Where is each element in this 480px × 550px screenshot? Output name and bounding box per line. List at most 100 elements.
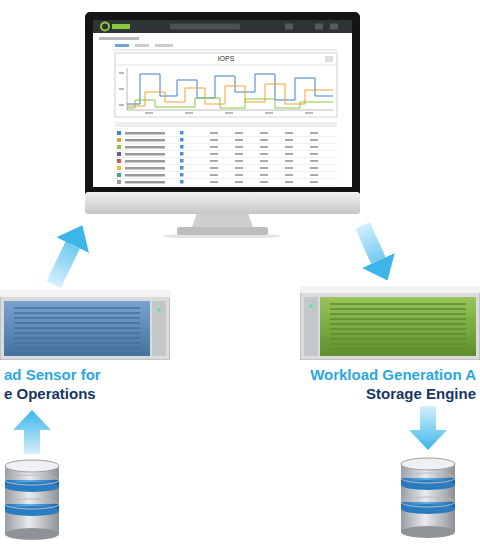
monitor-drawing-part bbox=[115, 136, 337, 137]
monitor-drawing-part bbox=[117, 145, 121, 149]
monitor-drawing-part bbox=[260, 181, 268, 183]
monitor-drawing-part bbox=[285, 174, 293, 176]
monitor-drawing-part bbox=[119, 104, 124, 106]
generator-appliance-drawing-part bbox=[330, 338, 466, 340]
monitor-drawing-part bbox=[285, 146, 293, 148]
monitor-drawing-part bbox=[180, 131, 184, 135]
down-arrow bbox=[409, 406, 447, 450]
generator-appliance-drawing-part bbox=[330, 333, 466, 335]
monitor-drawing-part bbox=[310, 167, 318, 169]
monitor-drawing-part bbox=[305, 112, 313, 114]
sensor-appliance: ad Sensor for e Operations bbox=[0, 290, 170, 403]
monitor-drawing-part bbox=[127, 74, 333, 104]
monitor-drawing-part bbox=[115, 164, 337, 165]
monitor-drawing-part bbox=[310, 160, 318, 162]
monitor-drawing-part bbox=[127, 110, 333, 111]
generator-appliance-drawing-part bbox=[330, 313, 466, 315]
database-left bbox=[5, 460, 59, 540]
sensor-appliance-drawing-part bbox=[14, 347, 140, 349]
monitor-drawing-part bbox=[180, 145, 184, 149]
up-arrow bbox=[13, 410, 51, 454]
monitor-drawing-part bbox=[310, 146, 318, 148]
monitor-drawing-part bbox=[127, 84, 333, 106]
monitor-drawing-part bbox=[125, 139, 165, 142]
generator-appliance-drawing-part bbox=[320, 297, 476, 356]
flow-arrow bbox=[54, 245, 73, 284]
monitor-drawing-part bbox=[310, 132, 318, 134]
monitor-drawing-part bbox=[235, 153, 243, 155]
monitor-drawing-part bbox=[185, 112, 193, 114]
sensor-appliance-drawing-part bbox=[14, 332, 140, 334]
database-right bbox=[401, 458, 455, 538]
monitor-drawing-part bbox=[235, 146, 243, 148]
appliance-label: Workload Generation A Storage Engine bbox=[289, 365, 476, 403]
monitor-drawing-part bbox=[235, 181, 243, 183]
monitor-drawing-part bbox=[115, 65, 337, 66]
generator-appliance-drawing-part bbox=[304, 297, 318, 356]
monitor-drawing-part bbox=[260, 146, 268, 148]
monitor-drawing-part bbox=[310, 181, 318, 183]
monitor-drawing-part bbox=[235, 132, 243, 134]
monitor-drawing-part bbox=[112, 24, 130, 29]
monitor-drawing-part bbox=[235, 160, 243, 162]
sensor-appliance-drawing-part bbox=[157, 308, 161, 312]
monitor-drawing-part bbox=[117, 180, 121, 184]
monitor-drawing-part bbox=[210, 174, 218, 176]
monitor-drawing-part bbox=[210, 146, 218, 148]
monitor-drawing-part bbox=[225, 112, 233, 114]
monitor-drawing-part bbox=[235, 174, 243, 176]
sensor-appliance-drawing-part bbox=[14, 337, 140, 339]
monitor-drawing-part bbox=[210, 160, 218, 162]
generator-appliance-drawing-part bbox=[330, 348, 466, 350]
generator-appliance-drawing-part bbox=[330, 323, 466, 325]
generator-appliance-drawing-part bbox=[300, 286, 480, 360]
monitor-drawing-part bbox=[260, 132, 268, 134]
monitor-drawing-part bbox=[310, 153, 318, 155]
flow-arrow bbox=[362, 225, 378, 260]
monitor-drawing-part bbox=[330, 24, 338, 30]
monitor-drawing-part bbox=[115, 178, 337, 179]
monitor-drawing-part bbox=[315, 24, 323, 30]
monitor-drawing-part bbox=[265, 112, 273, 114]
generator-appliance: Workload Generation A Storage Engine bbox=[285, 286, 480, 403]
monitor-drawing-part bbox=[117, 166, 121, 170]
monitor-drawing-part bbox=[115, 143, 337, 144]
monitor-drawing-part bbox=[210, 167, 218, 169]
monitor-drawing-part bbox=[127, 98, 333, 108]
monitor-drawing bbox=[85, 12, 360, 238]
monitor-drawing-part bbox=[145, 112, 153, 114]
monitor-drawing-part bbox=[180, 159, 184, 163]
monitor-drawing-part bbox=[99, 37, 139, 40]
monitor-drawing-part bbox=[115, 185, 337, 186]
monitor-drawing-part bbox=[125, 146, 165, 149]
monitor-drawing-part bbox=[180, 152, 184, 156]
monitor-drawing-part bbox=[125, 174, 165, 177]
monitor-drawing-part bbox=[113, 50, 337, 51]
monitor-drawing-part bbox=[180, 138, 184, 142]
monitor-drawing-part bbox=[180, 180, 184, 184]
monitor-drawing-part bbox=[310, 174, 318, 176]
monitor-drawing-part bbox=[177, 227, 268, 235]
generator-appliance-drawing-part bbox=[330, 318, 466, 320]
monitor-drawing-part bbox=[117, 131, 121, 135]
monitor-drawing-part bbox=[117, 159, 121, 163]
monitor-drawing-part bbox=[310, 139, 318, 141]
monitor-drawing-part bbox=[117, 152, 121, 156]
monitor-drawing-part bbox=[285, 139, 293, 141]
generator-appliance-drawing-part bbox=[330, 308, 466, 310]
sensor-appliance-drawing-part bbox=[14, 327, 140, 329]
generator-appliance-drawing-part bbox=[300, 286, 480, 293]
monitor-drawing-part bbox=[115, 53, 337, 117]
monitor-drawing-part bbox=[115, 157, 337, 158]
monitor-drawing-part bbox=[235, 167, 243, 169]
screen-text-box: IOPS bbox=[206, 55, 246, 63]
sensor-appliance-drawing-part bbox=[0, 290, 170, 297]
monitor-drawing-part bbox=[260, 174, 268, 176]
monitor-drawing-part bbox=[125, 153, 165, 156]
generator-appliance-drawing-part bbox=[330, 328, 466, 330]
sensor-appliance-drawing-part bbox=[14, 312, 140, 314]
sensor-appliance-drawing-part bbox=[14, 342, 140, 344]
monitor-drawing-part bbox=[85, 192, 360, 214]
sensor-appliance-drawing-part bbox=[14, 317, 140, 319]
